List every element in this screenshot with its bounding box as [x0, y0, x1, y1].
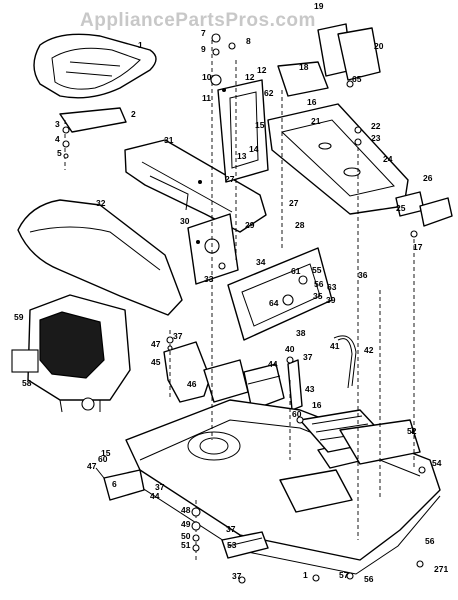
- part-label: 44: [268, 359, 278, 369]
- part-label: 32: [96, 198, 106, 208]
- part-label: 16: [312, 400, 322, 410]
- part-label: 26: [423, 173, 433, 183]
- part-label: 55: [312, 265, 322, 275]
- part-label: 56: [314, 279, 324, 289]
- hood-panel-31: [124, 139, 267, 233]
- part-label: 27: [289, 198, 299, 208]
- part-label: 13: [237, 151, 247, 161]
- part-label: 22: [371, 121, 381, 131]
- part-label: 30: [180, 216, 190, 226]
- part-label: 38: [296, 328, 306, 338]
- battery-44: [243, 363, 285, 411]
- part-label: 60: [98, 454, 108, 464]
- part-label: 58: [22, 378, 32, 388]
- part-label: 53: [227, 540, 237, 550]
- part-label: 36: [358, 270, 368, 280]
- part-label: 10: [202, 72, 212, 82]
- part-label: 17: [413, 242, 423, 252]
- part-label: 37: [173, 331, 183, 341]
- part-label: 63: [327, 282, 337, 292]
- part-label: 271: [434, 564, 448, 574]
- part-label: 19: [314, 1, 324, 11]
- part-label: 34: [256, 257, 266, 267]
- part-label: 61: [291, 266, 301, 276]
- part-label: 18: [299, 62, 309, 72]
- part-label: 31: [164, 135, 174, 145]
- part-label: 60: [292, 409, 302, 419]
- plates-25-26: [395, 191, 453, 227]
- part-label: 44: [150, 491, 160, 501]
- part-label: 52: [407, 426, 417, 436]
- part-label: 65: [352, 74, 362, 84]
- strap-and-hoop: [287, 335, 357, 411]
- part-label: 25: [396, 203, 406, 213]
- part-label: 37: [232, 571, 242, 581]
- part-label: 2: [131, 109, 136, 119]
- main-frame: [125, 399, 441, 575]
- part-label: 16: [307, 97, 317, 107]
- lever-assembly: [95, 467, 145, 501]
- part-label: 15: [101, 448, 111, 458]
- part-label: 1: [410, 425, 415, 435]
- part-label: 35: [313, 291, 323, 301]
- part-label: 37: [155, 482, 165, 492]
- part-label: 9: [201, 44, 206, 54]
- part-label: 50: [181, 531, 191, 541]
- part-label: 57: [339, 570, 349, 580]
- seat-support: [227, 247, 333, 341]
- part-label: 12: [257, 65, 267, 75]
- seat: [33, 33, 157, 133]
- part-label: 6: [112, 479, 117, 489]
- watermark-text: AppliancePartsPros.com: [80, 10, 316, 31]
- part-label: 46: [187, 379, 197, 389]
- upper-brackets: [277, 23, 381, 97]
- part-label: 56: [425, 536, 435, 546]
- part-label: 14: [249, 144, 259, 154]
- part-label: 1: [138, 40, 143, 50]
- part-label: 37: [303, 352, 313, 362]
- part-label: 54: [432, 458, 442, 468]
- part-label: 23: [371, 133, 381, 143]
- part-label: 47: [87, 461, 97, 471]
- part-label: 33: [204, 274, 214, 284]
- part-label: 12: [245, 72, 255, 82]
- part-label: 49: [181, 519, 191, 529]
- steering-bracket-11: [217, 79, 269, 183]
- part-label: 4: [55, 134, 60, 144]
- part-label: 43: [305, 384, 315, 394]
- part-label: 51: [181, 540, 191, 550]
- fasteners: [62, 33, 426, 584]
- part-label: 48: [181, 505, 191, 515]
- part-label: 47: [151, 339, 161, 349]
- part-label: 56: [364, 574, 374, 584]
- part-label: 59: [14, 312, 24, 322]
- part-label: 21: [311, 116, 321, 126]
- part-label: 20: [374, 41, 384, 51]
- part-label: 41: [330, 341, 340, 351]
- side-cover-32: [17, 199, 183, 316]
- part-label: 29: [245, 220, 255, 230]
- part-label: 11: [202, 93, 211, 103]
- part-label: 42: [364, 345, 374, 355]
- step-plates: [221, 531, 269, 559]
- part-label: 15: [255, 120, 265, 130]
- part-label: 5: [57, 148, 62, 158]
- part-label: 62: [264, 88, 274, 98]
- bracket-45: [163, 341, 249, 403]
- part-label: 28: [295, 220, 305, 230]
- part-label: 27: [225, 174, 235, 184]
- part-label: 40: [285, 344, 295, 354]
- engine-59: [11, 294, 131, 413]
- part-label: 45: [151, 357, 161, 367]
- part-label: 37: [226, 524, 236, 534]
- part-label: 8: [246, 36, 251, 46]
- part-label: 64: [269, 298, 279, 308]
- part-label: 1: [303, 570, 308, 580]
- part-label: 3: [55, 119, 60, 129]
- part-label: 7: [201, 28, 206, 38]
- part-label: 39: [326, 295, 336, 305]
- part-label: 24: [383, 154, 393, 164]
